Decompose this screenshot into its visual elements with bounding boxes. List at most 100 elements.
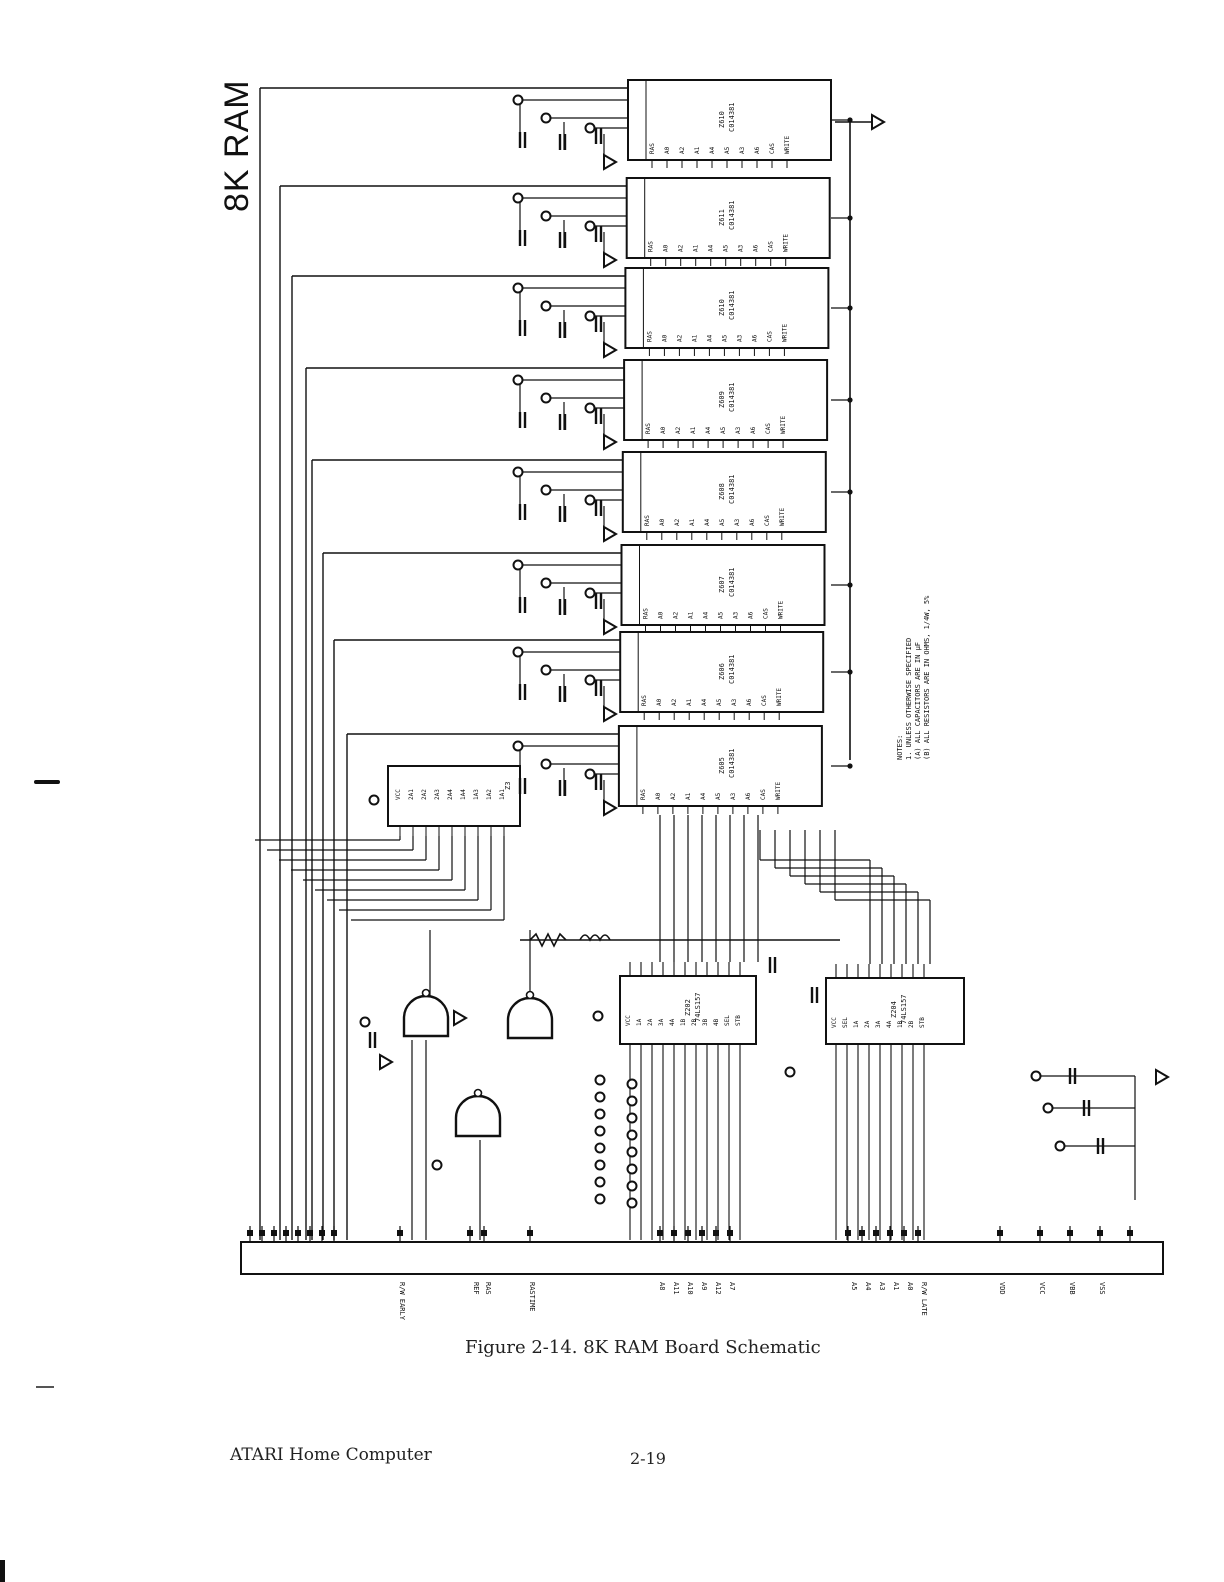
ram-chip-ref: Z611	[718, 209, 726, 226]
edge-supply-terminal	[1042, 1102, 1054, 1114]
nand-bubble	[525, 990, 535, 1000]
edge-pin-pad	[271, 1230, 277, 1236]
supply-minus5	[584, 220, 596, 232]
ram-chip-body	[625, 177, 831, 259]
buffer-pin-label: 2A2	[421, 789, 428, 800]
edge-pin-pad	[859, 1230, 865, 1236]
ram-pin-label: A2	[670, 792, 677, 800]
edge-signal-label: A8	[658, 1282, 666, 1290]
ram-pin-label: RAS	[641, 695, 648, 706]
note-line: 1. UNLESS OTHERWISE SPECIFIED	[905, 638, 913, 760]
edge-pin-pad	[247, 1230, 253, 1236]
jumper-terminal	[594, 1108, 606, 1120]
ram-pin-label: A3	[736, 334, 743, 342]
edge-pin-pad	[259, 1230, 265, 1236]
edge-signal-label: A5	[850, 1282, 858, 1290]
ram-pin-label: RAS	[645, 423, 652, 434]
ram-pin-label: A6	[751, 334, 758, 342]
ram-pin-label: A5	[715, 792, 722, 800]
gate-z201c	[506, 990, 554, 1040]
ram-pin-label: A4	[700, 792, 707, 800]
ram-pin-label: A4	[703, 611, 710, 619]
ram-pin-label: A4	[705, 426, 712, 434]
ground-arrow	[603, 153, 618, 171]
edge-supply-terminal	[1030, 1070, 1042, 1082]
mux-pin-label: 3A	[658, 1018, 665, 1026]
supply-plus12	[512, 646, 524, 658]
ram-pin-label: A3	[734, 518, 741, 526]
ram-pin-label: CAS	[765, 423, 772, 434]
edge-pin-pad	[295, 1230, 301, 1236]
ram-pin-label: A4	[709, 146, 716, 154]
supply-minus5	[584, 674, 596, 686]
edge-signal-label: VDD	[998, 1282, 1006, 1295]
edge-signal-label: A12	[714, 1282, 722, 1295]
nand-bubble	[421, 988, 431, 998]
mux-pin-label: 1B	[897, 1020, 904, 1028]
mux-pin-label: VCC	[831, 1017, 838, 1028]
buffer-pin-label: VCC	[395, 789, 402, 800]
jumper-terminal	[626, 1163, 638, 1175]
edge-pin-pad	[1037, 1230, 1043, 1236]
ram-pin-label: A5	[720, 426, 727, 434]
ram-pin-label: CAS	[760, 789, 767, 800]
ram-pin-label: RAS	[646, 331, 653, 342]
schematic-notes: NOTES:1. UNLESS OTHERWISE SPECIFIED(A) A…	[896, 595, 931, 760]
jumper-terminal	[626, 1146, 638, 1158]
ram-pin-label: A5	[721, 334, 728, 342]
ram-pin-label: CAS	[768, 241, 775, 252]
edge-pin-pad	[1097, 1230, 1103, 1236]
edge-connector-body	[240, 1241, 1164, 1275]
edge-signal-label: REF	[472, 1282, 480, 1295]
ram-chip-part: C014381	[728, 382, 736, 412]
note-line: (B) ALL RESISTORS ARE IN OHMS, 1/4W, 5%	[923, 595, 931, 760]
scan-mark-left-lower	[36, 1386, 54, 1388]
edge-pin-pad	[397, 1230, 403, 1236]
ram-chip-ref: Z607	[718, 576, 726, 593]
supply-plus12	[512, 192, 524, 204]
note-line: (A) ALL CAPACITORS ARE IN µF	[914, 642, 922, 760]
ram-chip-body	[624, 267, 830, 349]
buffer-pin-label: 2A4	[447, 789, 454, 800]
mux-pin-label: 3B	[702, 1018, 709, 1026]
gate-z201a	[402, 988, 450, 1038]
jumper-terminal	[594, 1142, 606, 1154]
edge-signal-label: R/W EARLY	[398, 1282, 406, 1321]
ram-pin-label: RAS	[644, 515, 651, 526]
edge-pin-pad	[331, 1230, 337, 1236]
ram-pin-label: WRITE	[781, 324, 788, 342]
ram-chip-body	[623, 359, 829, 441]
nand-bubble	[473, 1088, 483, 1098]
nand-body	[506, 996, 554, 1040]
ram-pin-label: A0	[655, 792, 662, 800]
supply-plus12	[512, 374, 524, 386]
edge-pin-pad	[481, 1230, 487, 1236]
vdd-output-arrow	[871, 113, 886, 131]
vdd-junction	[847, 763, 853, 769]
mux-supply	[592, 1010, 604, 1022]
edge-pin-pad	[527, 1230, 533, 1236]
ram-pin-label: A0	[659, 518, 666, 526]
ground-arrow	[603, 341, 618, 359]
mux-pin-label: 1A	[853, 1020, 860, 1028]
supply-plus12	[512, 740, 524, 752]
edge-signal-label: R/W LATE	[920, 1282, 928, 1316]
jumper-terminal	[594, 1176, 606, 1188]
edge-pin-pad	[699, 1230, 705, 1236]
supply-minus5	[584, 587, 596, 599]
edge-pin-pad	[845, 1230, 851, 1236]
supply-minus5	[584, 768, 596, 780]
ram-pin-label: A1	[685, 792, 692, 800]
ram-pin-label: A4	[706, 334, 713, 342]
logic-gate-group	[359, 988, 554, 1171]
ground-arrow	[603, 251, 618, 269]
edge-pin-pad	[467, 1230, 473, 1236]
ram-pin-label: A3	[731, 698, 738, 706]
ram-pin-label: A6	[754, 146, 761, 154]
ram-chip-part: C014381	[728, 200, 736, 230]
